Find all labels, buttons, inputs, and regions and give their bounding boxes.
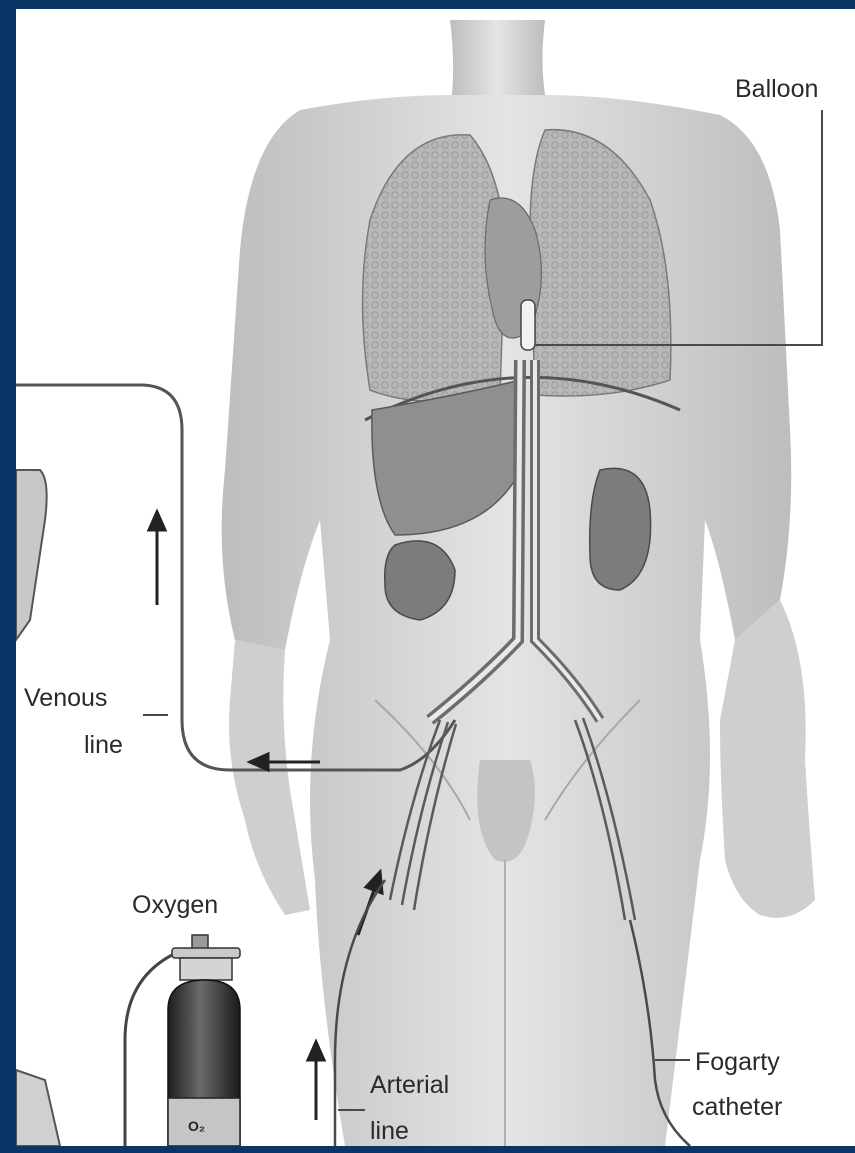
aortic-balloon [521,300,535,350]
slide-frame-bottom [0,1146,855,1153]
fogarty-catheter-label-2: catheter [692,1092,782,1122]
oxygen-label: Oxygen [132,890,218,920]
venous-line-label-2: line [84,730,123,760]
slide-frame-left [0,0,16,1153]
oxygen-tank [125,935,240,1146]
arterial-line-label: Arterial [370,1070,449,1100]
balloon-label: Balloon [735,74,818,104]
fogarty-catheter-label: Fogarty [695,1047,780,1077]
slide-frame-top [0,0,855,9]
ecmo-machine-fragment [16,470,47,640]
venous-line-label: Venous [24,683,107,713]
reservoir-fragment [16,1070,60,1146]
o2-tank-label: O₂ [188,1118,205,1134]
arterial-line-label-2: line [370,1116,409,1146]
